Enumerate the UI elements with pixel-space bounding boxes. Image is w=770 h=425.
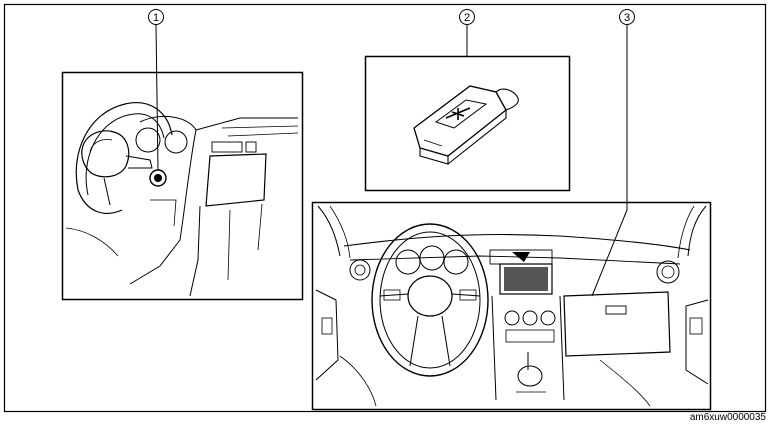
callout-3: 3 xyxy=(619,9,635,25)
callout-2-label: 2 xyxy=(464,12,470,24)
panel-ignition xyxy=(61,71,304,301)
outer-frame xyxy=(3,3,767,413)
panel-dashboard xyxy=(311,201,712,411)
leader-line-3 xyxy=(591,25,628,297)
callout-1-label: 1 xyxy=(153,12,159,24)
panel-key xyxy=(364,55,571,192)
leader-line-1 xyxy=(155,24,159,171)
callout-3-label: 3 xyxy=(624,12,630,24)
figure-code: am6xuw0000035 xyxy=(689,412,766,423)
callout-1: 1 xyxy=(148,9,164,25)
callout-2: 2 xyxy=(459,9,475,25)
